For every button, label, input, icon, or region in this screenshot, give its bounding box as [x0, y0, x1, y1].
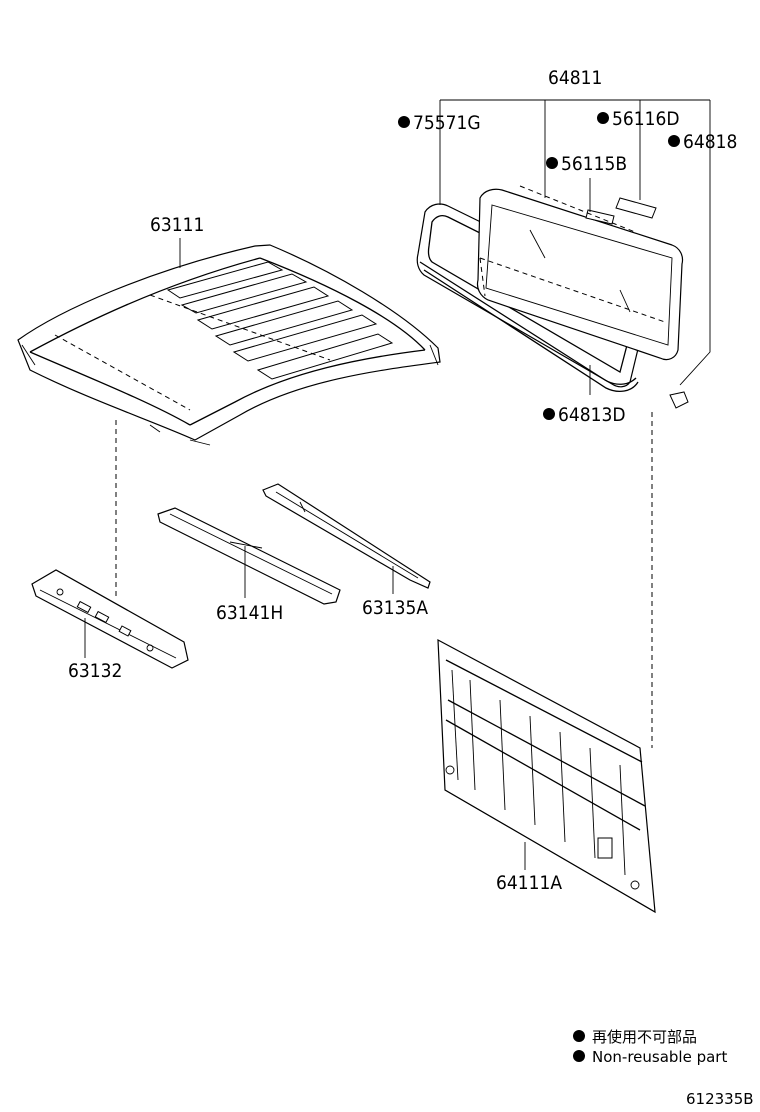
legend-marker [573, 1030, 585, 1042]
non-reusable-marker [546, 157, 558, 169]
label-64111A: 64111A [496, 872, 562, 894]
label-64811: 64811 [548, 67, 602, 89]
legend: 再使用不可部品 Non-reusable part [573, 1028, 727, 1066]
label-63135A: 63135A [362, 597, 428, 619]
non-reusable-marker [668, 135, 680, 147]
label-64818: 64818 [683, 131, 737, 153]
label-63141H: 63141H [216, 602, 283, 624]
label-56116D: 56116D [612, 108, 680, 130]
legend-japanese: 再使用不可部品 [592, 1028, 697, 1046]
rear-window-drawing [416, 185, 689, 409]
label-63132: 63132 [68, 660, 122, 682]
non-reusable-marker [543, 408, 555, 420]
leader-lines [84, 99, 711, 870]
label-64813D: 64813D [558, 404, 626, 426]
roof-bow-middle-drawing [157, 507, 341, 605]
roof-bow-rear-drawing [262, 483, 431, 589]
non-reusable-marker [398, 116, 410, 128]
non-reusable-marker [597, 112, 609, 124]
label-75571G: 75571G [413, 112, 481, 134]
label-56115B: 56115B [561, 153, 627, 175]
legend-marker [573, 1050, 585, 1062]
diagram-code: 612335B [686, 1090, 754, 1108]
back-panel-drawing [437, 638, 656, 914]
legend-english: Non-reusable part [592, 1048, 727, 1066]
label-63111: 63111 [150, 214, 204, 236]
part-labels: 64811 75571G 56116D 64818 56115B 63111 6… [68, 67, 737, 894]
roof-header-front-drawing [31, 569, 189, 669]
roof-panel-drawing [17, 244, 441, 446]
